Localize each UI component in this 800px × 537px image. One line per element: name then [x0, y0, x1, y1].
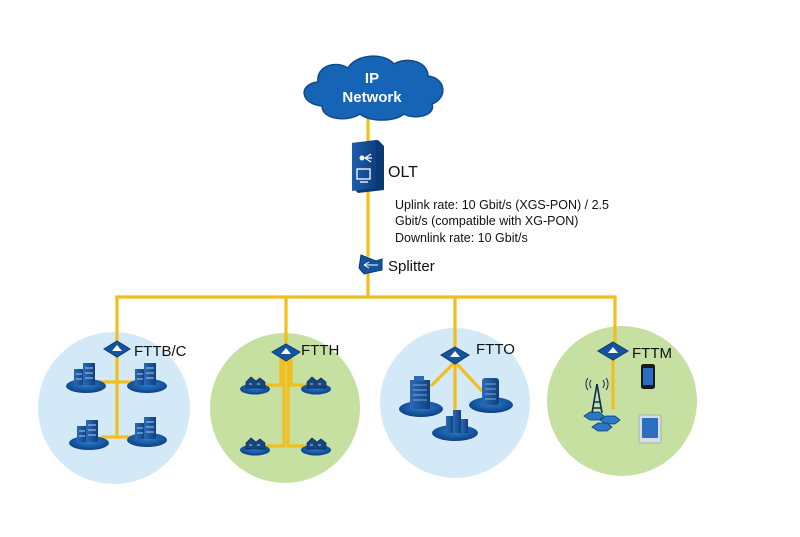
- smartphone-icon: [641, 364, 655, 389]
- building-icon: [69, 420, 109, 450]
- ont-ftto[interactable]: FTTO: [440, 341, 515, 365]
- olt-node[interactable]: OLT: [352, 140, 418, 193]
- ont-fttb[interactable]: FTTB/C: [103, 340, 187, 360]
- ont-icon: [271, 343, 301, 362]
- home-icon: [301, 376, 331, 395]
- building-icon: [66, 363, 106, 393]
- fttm-endpoints: [583, 364, 662, 444]
- splitter-label: Splitter: [388, 258, 435, 275]
- ont-icon: [440, 346, 470, 365]
- cloud-label-line1: IP: [365, 70, 379, 87]
- ont-ftth[interactable]: FTTH: [271, 342, 339, 362]
- ont-icon: [103, 340, 131, 358]
- ftth-endpoints: [240, 376, 331, 456]
- scenario-label-fttb: FTTB/C: [134, 343, 187, 360]
- office-building-icon: [432, 410, 478, 441]
- building-icon: [127, 363, 167, 393]
- ont-icon: [597, 341, 629, 361]
- scenario-label-ftto: FTTO: [476, 341, 515, 358]
- rate-line-2: Gbit/s (compatible with XG-PON): [395, 214, 578, 228]
- office-building-icon: [469, 378, 513, 413]
- fiber-links: [96, 114, 617, 448]
- home-icon: [240, 437, 270, 456]
- olt-chassis-icon: [352, 140, 384, 193]
- tablet-icon: [638, 414, 662, 444]
- home-icon: [301, 437, 331, 456]
- cloud-icon: [303, 55, 444, 121]
- home-icon: [240, 376, 270, 395]
- rate-line-1: Uplink rate: 10 Gbit/s (XGS-PON) / 2.5: [395, 198, 609, 212]
- scenario-label-fttm: FTTM: [632, 345, 672, 362]
- cloud-label-line2: Network: [342, 89, 402, 106]
- ip-network-cloud[interactable]: IP Network: [303, 55, 444, 121]
- cell-tower-icon: [583, 377, 621, 432]
- splitter-node[interactable]: Splitter: [358, 254, 435, 275]
- building-icon: [127, 417, 167, 447]
- rate-info: Uplink rate: 10 Gbit/s (XGS-PON) / 2.5 G…: [395, 198, 609, 245]
- fttb-endpoints: [66, 363, 167, 450]
- scenario-label-ftth: FTTH: [301, 342, 339, 359]
- ftto-endpoints: [399, 376, 513, 441]
- rate-line-3: Downlink rate: 10 Gbit/s: [395, 231, 528, 245]
- office-building-icon: [399, 376, 443, 417]
- olt-label: OLT: [388, 164, 418, 181]
- ont-fttm[interactable]: FTTM: [597, 341, 672, 362]
